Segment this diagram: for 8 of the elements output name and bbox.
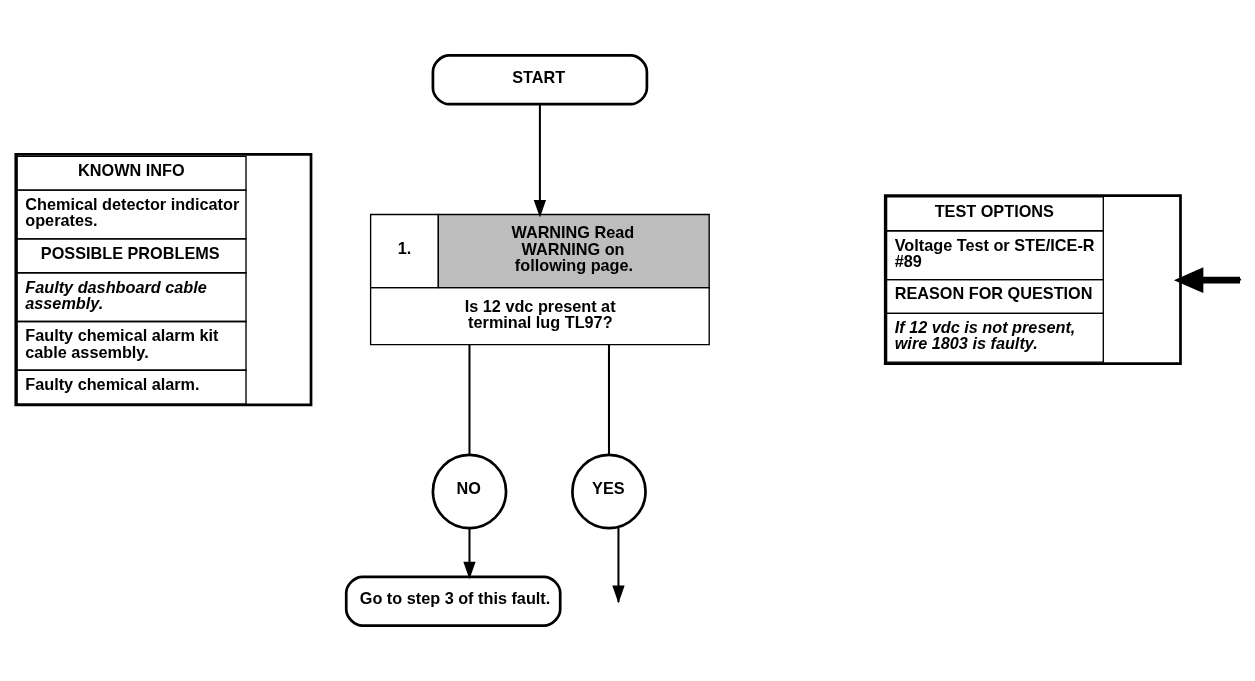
node-box: START <box>431 54 649 106</box>
connector <box>607 344 610 455</box>
connector <box>468 344 471 455</box>
arrow <box>533 104 547 218</box>
node-circle: NO <box>431 453 508 530</box>
node-circle: YES <box>571 453 647 530</box>
arrow <box>463 528 476 580</box>
node-box: Go to step 3 of this fault. <box>344 575 562 627</box>
